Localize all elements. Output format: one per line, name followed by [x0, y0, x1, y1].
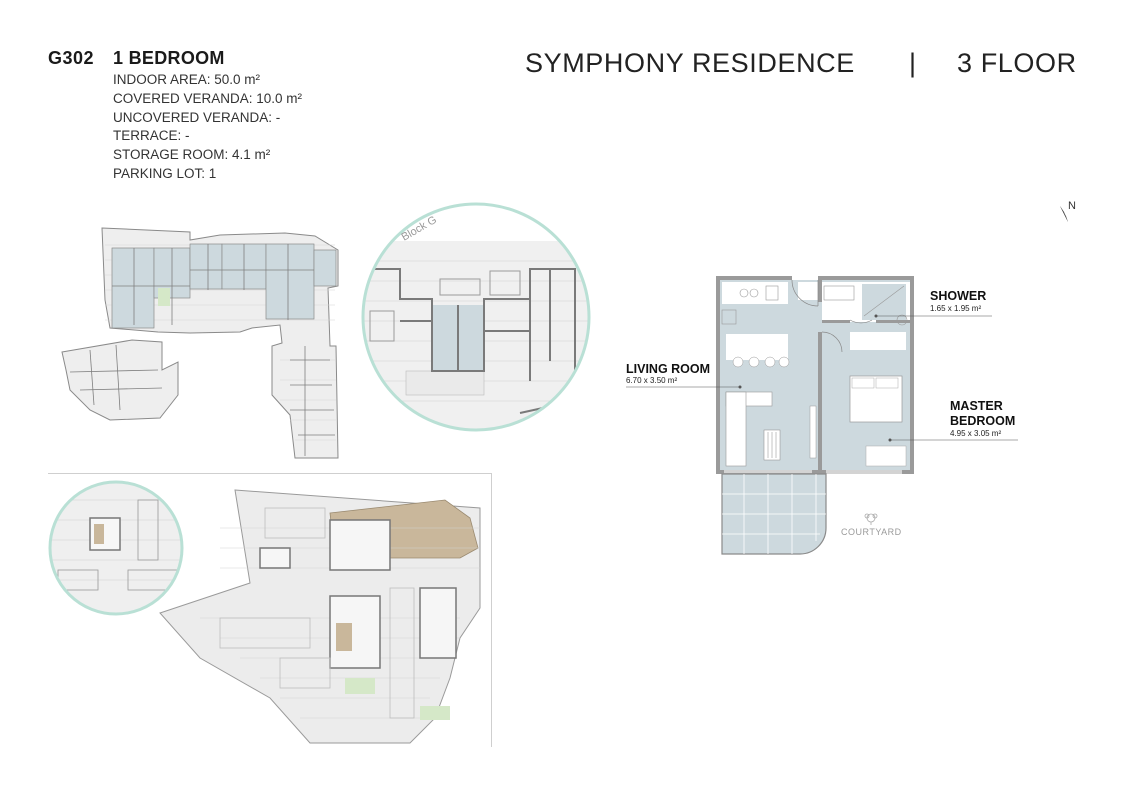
block-g-zoom-circle: Block G	[361, 202, 591, 432]
courtyard-label: COURTYARD	[841, 527, 902, 537]
unit-type: 1 BEDROOM	[113, 48, 225, 68]
living-room-dimensions: 6.70 x 3.50 m²	[626, 376, 678, 385]
shower-label: SHOWER	[930, 289, 987, 303]
header-separator: |	[909, 48, 917, 78]
spec-covered-veranda: COVERED VERANDA: 10.0 m²	[113, 90, 303, 106]
plan-divider	[48, 473, 492, 747]
spec-uncovered-veranda: UNCOVERED VERANDA: -	[113, 109, 281, 125]
unit-code: G302	[48, 48, 95, 68]
living-room-label: LIVING ROOM	[626, 362, 711, 376]
north-label: N	[1068, 200, 1076, 212]
unit-specs-list: INDOOR AREA: 50.0 m² COVERED VERANDA: 10…	[113, 71, 302, 184]
floor-label: 3 FLOOR	[957, 48, 1077, 78]
apartment-floor-plan	[716, 276, 914, 555]
north-arrow-icon	[1060, 206, 1068, 222]
master-bedroom-dimensions: 4.95 x 3.05 m²	[950, 429, 1002, 438]
spec-parking-lot: PARKING LOT: 1	[113, 165, 217, 181]
master-bedroom-label-line2: BEDROOM	[950, 414, 1016, 428]
spec-indoor-area: INDOOR AREA: 50.0 m²	[113, 72, 261, 87]
shower-dimensions: 1.65 x 1.95 m²	[930, 304, 982, 313]
site-zoom-circle	[48, 480, 184, 616]
master-site-plan	[159, 489, 481, 744]
project-title: SYMPHONY RESIDENCE	[525, 48, 855, 78]
spec-terrace: TERRACE: -	[113, 128, 190, 144]
courtyard-icon	[864, 513, 878, 525]
block-g-site-plan	[61, 227, 339, 459]
master-bedroom-label-line1: MASTER	[950, 399, 1003, 413]
spec-storage-room: STORAGE ROOM: 4.1 m²	[113, 147, 271, 163]
